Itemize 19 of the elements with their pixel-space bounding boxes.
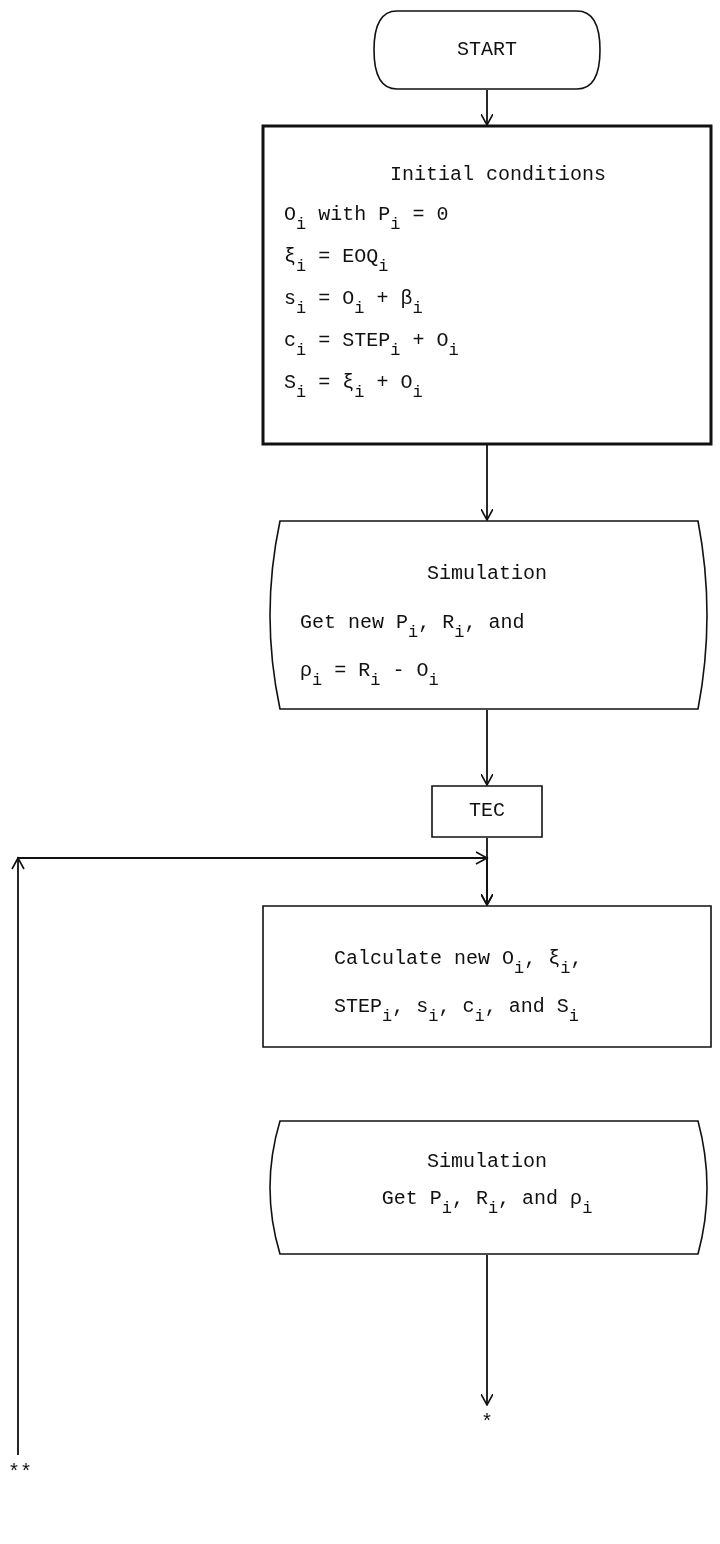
box-text: c$_{i}$ = STEP$_{i}$ + O$_{i}$	[284, 328, 460, 362]
box-text: s$_{i}$ = O$_{i}$ + β$_{i}$	[284, 286, 424, 320]
box-text: S$_{i}$ = ξ$_{i}$ + O$_{i}$	[284, 370, 424, 404]
box-text: Get P$_{i}$, R$_{i}$, and ρ$_{i}$	[380, 1186, 594, 1212]
box-heading: Simulation	[426, 1149, 548, 1175]
box-text: ξ$_{i}$ = EOQ$_{i}$	[284, 244, 390, 278]
box-text: O$_{i}$ with P$_{i}$ = 0	[284, 202, 450, 236]
terminal-shape	[373, 10, 601, 90]
box-text: TEC	[468, 798, 506, 824]
box-text: START	[456, 37, 518, 63]
process-box	[262, 125, 712, 445]
box-text: Calculate new O$_{i}$, ξ$_{i}$, STEP$_{i}$, s$_{i}$, c$_{i}$, and S$_{i}$	[334, 946, 584, 1028]
process-box	[262, 905, 712, 1048]
box-heading: Initial conditions	[388, 162, 607, 188]
connector-label: *	[480, 1410, 494, 1436]
connector-label: **	[8, 1460, 33, 1486]
process-box	[431, 785, 543, 838]
box-text: Get new P$_{i}$, R$_{i}$, and ρ$_{i}$ = R$_{i}$ - O$_{i}$	[300, 610, 526, 692]
box-heading: Simulation	[426, 561, 548, 587]
